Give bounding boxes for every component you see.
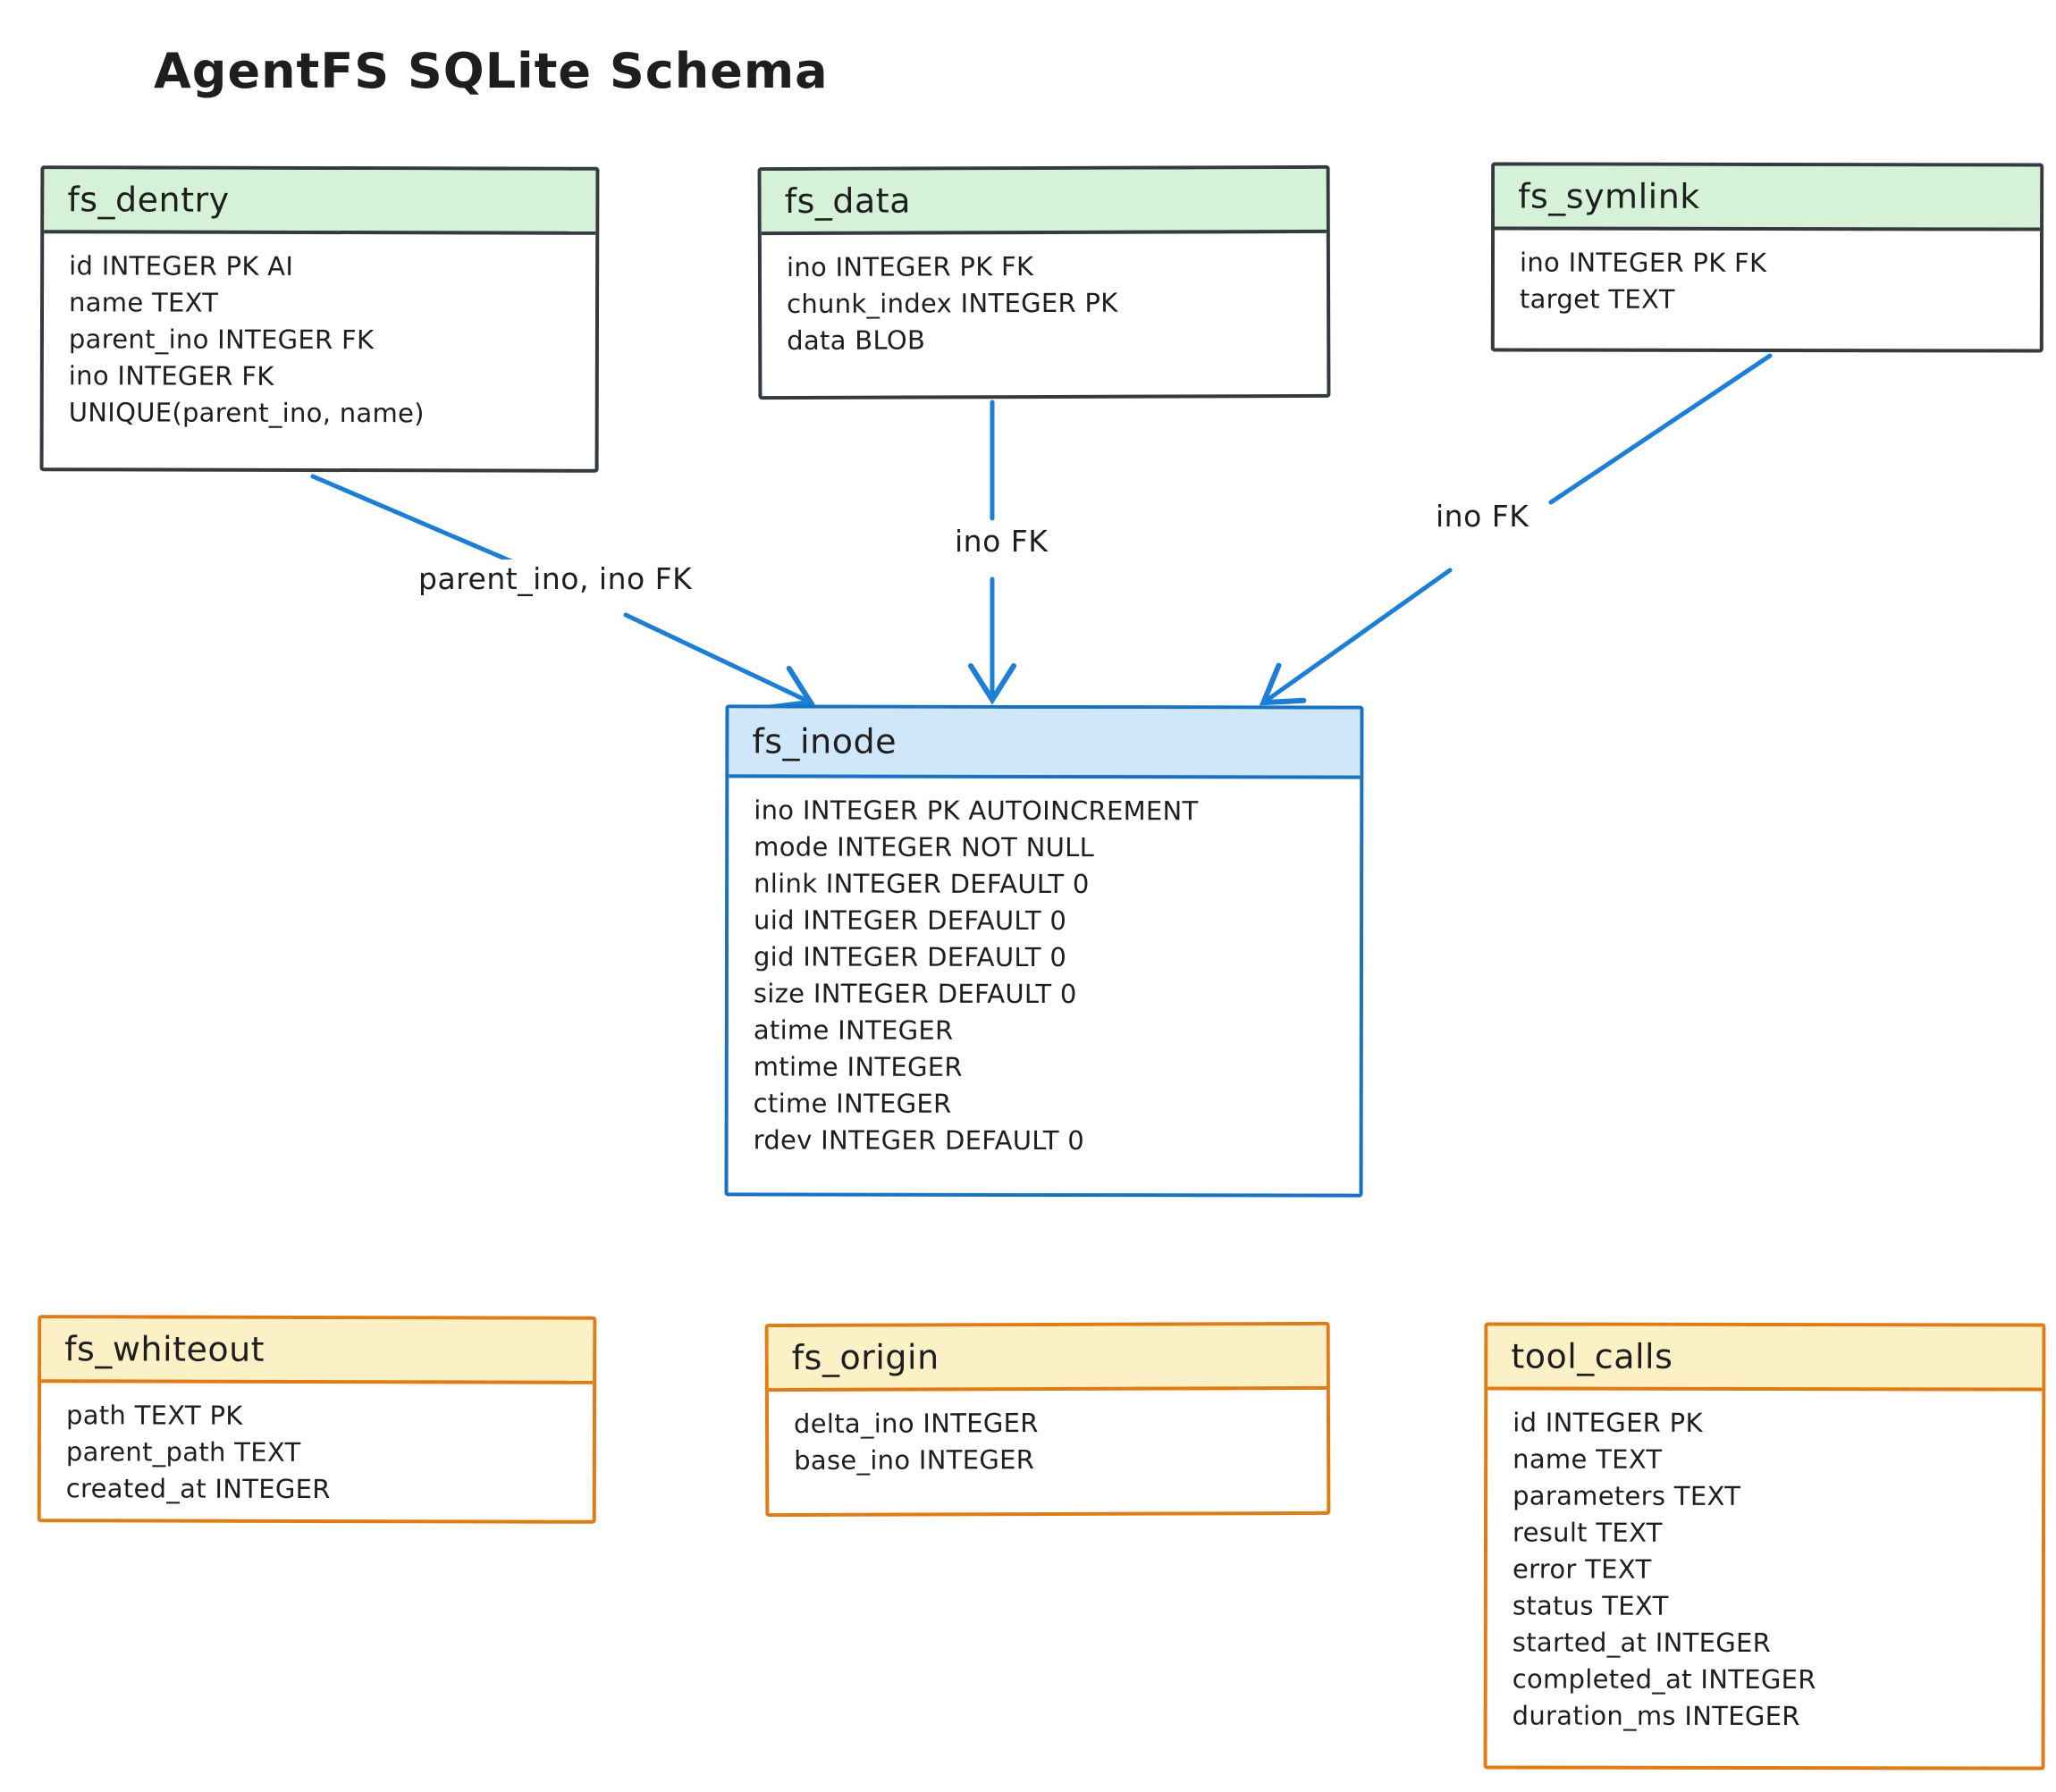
table-header-fs-data: fs_data (761, 168, 1327, 236)
table-fs-origin: fs_origin delta_ino INTEGER base_ino INTE… (764, 1321, 1331, 1518)
table-field: nlink INTEGER DEFAULT 0 (754, 868, 1090, 900)
table-field: completed_at INTEGER (1512, 1663, 1816, 1695)
table-field: mtime INTEGER (753, 1051, 963, 1082)
arrow-fs-symlink-to-fs-inode-head (1259, 568, 1453, 706)
table-field: ino INTEGER PK AUTOINCREMENT (754, 795, 1199, 827)
table-field: ctime INTEGER (753, 1088, 952, 1119)
table-header-fs-inode: fs_inode (729, 708, 1361, 779)
table-field: chunk_index INTEGER PK (787, 287, 1118, 320)
table-field: UNIQUE(parent_ino, name) (68, 397, 425, 429)
table-field: uid INTEGER DEFAULT 0 (754, 904, 1067, 937)
table-title-fs-origin: fs_origin (791, 1337, 940, 1377)
table-field: parent_path TEXT (65, 1436, 301, 1468)
table-field: target TEXT (1519, 283, 1675, 315)
table-field: duration_ms INTEGER (1512, 1700, 1800, 1732)
arrow-fs-dentry-to-fs-inode-head (623, 612, 815, 711)
table-title-fs-symlink: fs_symlink (1518, 176, 1700, 216)
table-fields-fs-data: ino INTEGER PK FK chunk_index INTEGER PK d… (762, 233, 1327, 359)
table-fs-inode: fs_inode ino INTEGER PK AUTOINCREMENT mod… (724, 704, 1364, 1198)
table-field: delta_ino INTEGER (793, 1408, 1039, 1439)
table-tool-calls: tool_calls id INTEGER PK name TEXT paramet… (1483, 1322, 2046, 1771)
table-fields-fs-symlink: ino INTEGER PK FK target TEXT (1495, 230, 2040, 318)
table-header-fs-origin: fs_origin (768, 1325, 1327, 1392)
table-field: atime INTEGER (753, 1014, 954, 1046)
table-field: ino INTEGER PK FK (1519, 247, 1767, 278)
table-field: name TEXT (1513, 1443, 1663, 1475)
table-fields-fs-dentry: id INTEGER PK AI name TEXT parent_ino INTE… (44, 233, 596, 433)
table-field: created_at INTEGER (65, 1473, 331, 1505)
table-field: ino INTEGER PK FK (786, 251, 1034, 283)
table-field: status TEXT (1512, 1590, 1669, 1621)
page-title: AgentFS SQLite Schema (154, 43, 829, 99)
table-field: result TEXT (1512, 1517, 1663, 1548)
table-fields-fs-inode: ino INTEGER PK AUTOINCREMENT mode INTEGER… (729, 778, 1361, 1159)
table-field: error TEXT (1512, 1553, 1652, 1585)
table-field: path TEXT PK (65, 1400, 243, 1431)
table-fs-data: fs_data ino INTEGER PK FK chunk_index INT… (757, 164, 1331, 400)
relationship-label-ino-fk-symlink: ino FK (1430, 497, 1535, 535)
table-field: rdev INTEGER DEFAULT 0 (753, 1124, 1085, 1157)
arrow-fs-symlink-to-fs-inode-segment (1548, 353, 1773, 505)
table-field: id INTEGER PK AI (69, 250, 294, 282)
table-fields-fs-origin: delta_ino INTEGER base_ino INTEGER (769, 1390, 1327, 1479)
table-field: mode INTEGER NOT NULL (754, 831, 1095, 863)
table-field: base_ino INTEGER (794, 1444, 1035, 1476)
table-title-fs-data: fs_data (784, 181, 912, 222)
table-field: data BLOB (787, 324, 926, 357)
table-field: name TEXT (69, 287, 219, 318)
table-field: gid INTEGER DEFAULT 0 (753, 941, 1067, 973)
table-header-fs-symlink: fs_symlink (1495, 165, 2041, 231)
relationship-label-ino-fk-data: ino FK (949, 522, 1054, 560)
table-fields-tool-calls: id INTEGER PK name TEXT parameters TEXT res… (1487, 1390, 2043, 1735)
table-fs-dentry: fs_dentry id INTEGER PK AI name TEXT paren… (39, 165, 600, 473)
table-fields-fs-whiteout: path TEXT PK parent_path TEXT created_at I… (41, 1383, 593, 1509)
table-title-fs-dentry: fs_dentry (67, 180, 230, 220)
table-fs-symlink: fs_symlink ino INTEGER PK FK target TEXT (1490, 162, 2044, 353)
relationship-label-parent-ino-ino-fk: parent_ino, ino FK (413, 559, 698, 598)
table-field: id INTEGER PK (1513, 1407, 1703, 1438)
table-header-fs-dentry: fs_dentry (44, 169, 596, 235)
arrow-fs-dentry-to-fs-inode-segment (310, 474, 539, 575)
table-field: started_at INTEGER (1512, 1627, 1772, 1659)
table-field: ino INTEGER FK (68, 360, 274, 391)
table-header-fs-whiteout: fs_whiteout (41, 1318, 594, 1384)
table-fs-whiteout: fs_whiteout path TEXT PK parent_path TEXT… (37, 1315, 597, 1524)
table-field: parent_ino INTEGER FK (68, 324, 375, 356)
table-title-fs-whiteout: fs_whiteout (64, 1329, 265, 1369)
table-field: size INTEGER DEFAULT 0 (753, 978, 1077, 1010)
table-header-tool-calls: tool_calls (1487, 1325, 2043, 1392)
table-title-fs-inode: fs_inode (752, 721, 897, 761)
table-field: parameters TEXT (1513, 1480, 1741, 1511)
table-title-tool-calls: tool_calls (1511, 1336, 1673, 1376)
